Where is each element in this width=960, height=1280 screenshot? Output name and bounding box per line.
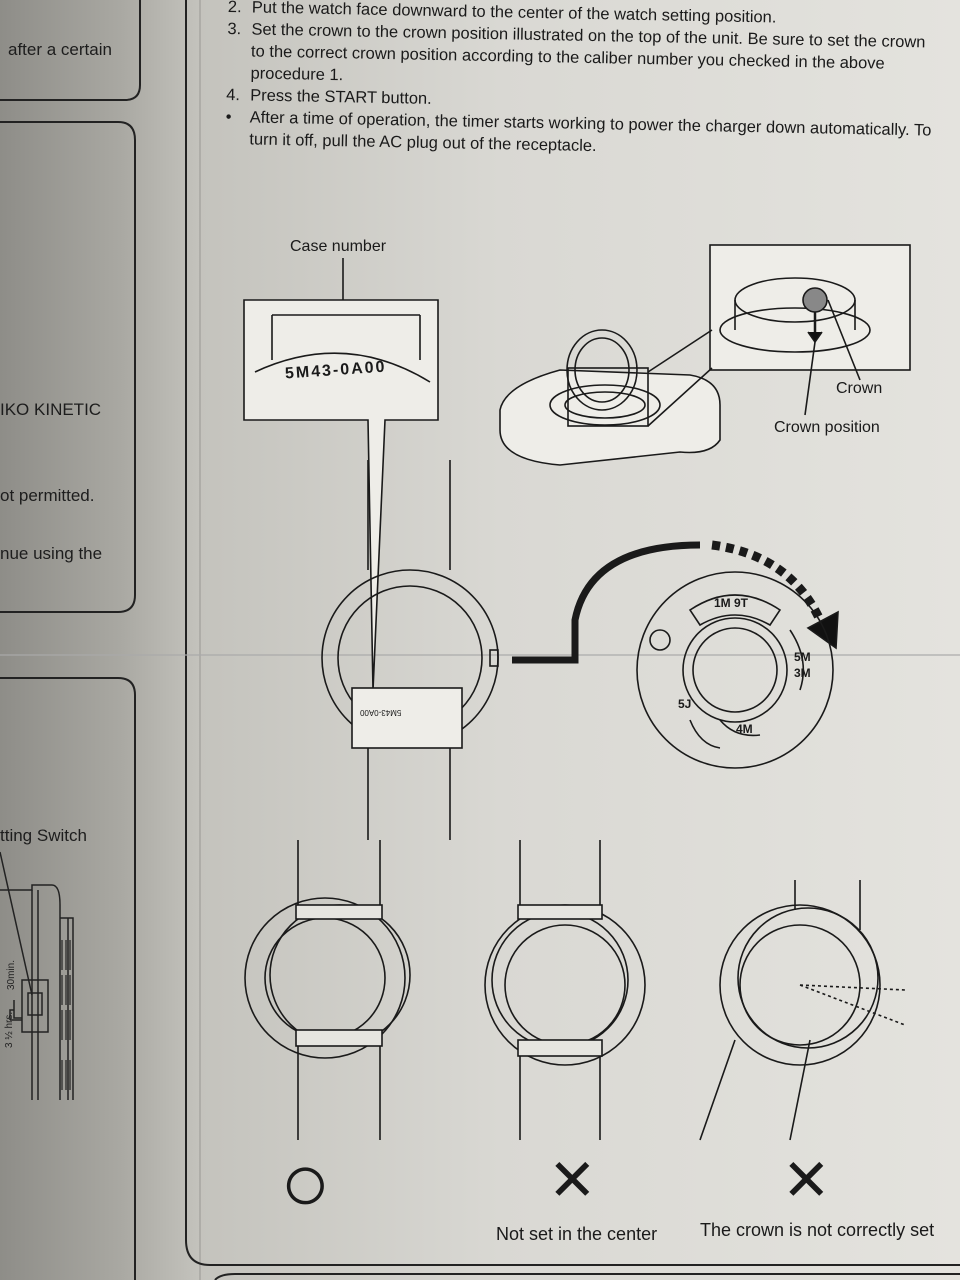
left-fragment-3: ot permitted. — [0, 486, 95, 505]
crown-label: Crown — [836, 380, 883, 397]
dial-label-4m: 4M — [736, 722, 753, 736]
left-fragment-1: after a certain — [8, 40, 112, 59]
left-fragment-2: IKO KINETIC — [0, 400, 102, 419]
watch-correct — [244, 840, 411, 1140]
caption-not-centered: Not set in the center — [496, 1224, 658, 1244]
watch-main — [321, 460, 499, 840]
crown-position-label: Crown position — [774, 419, 880, 436]
dial-label-5m: 5M — [794, 650, 811, 664]
caption-crown-wrong: The crown is not correctly set — [700, 1220, 935, 1240]
dial-label-5j: 5J — [678, 697, 692, 711]
crown-dial — [636, 571, 834, 769]
correct-circle-icon: ○ — [280, 1135, 331, 1229]
dial-label-1m9t: 1M 9T — [714, 596, 749, 610]
left-fragment-5: tting Switch — [0, 826, 87, 845]
wrong-x-icon: ✕ — [548, 1148, 597, 1213]
dial-label-3m: 3M — [794, 666, 811, 680]
left-fragment-4: nue using the — [0, 544, 103, 563]
case-number-label: Case number — [290, 238, 387, 255]
wrong-x-icon: ✕ — [782, 1148, 831, 1213]
charger-unit — [499, 329, 721, 466]
watch-crown-wrong — [699, 880, 906, 1141]
case-number-small: 5M43-0A00 — [360, 708, 402, 717]
watch-not-centered — [484, 840, 646, 1140]
case-back-callout — [243, 299, 439, 691]
